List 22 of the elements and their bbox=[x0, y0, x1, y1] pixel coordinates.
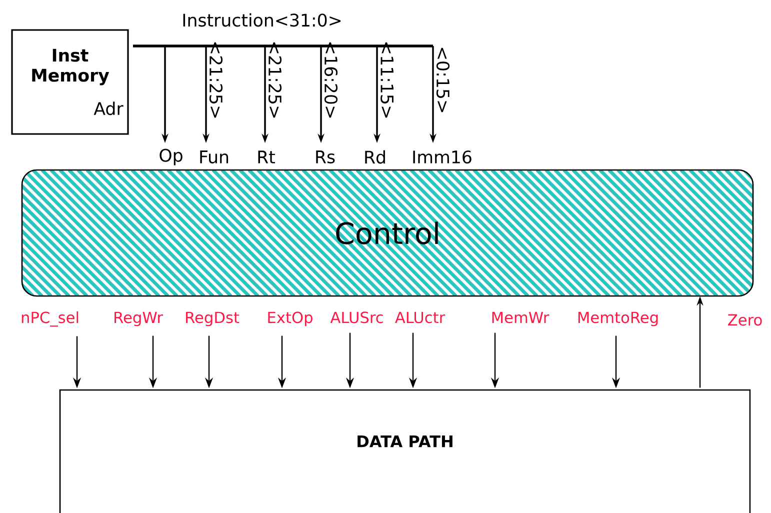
bit-range-label: <0:15> bbox=[436, 48, 450, 112]
bit-range-label: <11:15> bbox=[380, 42, 394, 118]
field-label: Rt bbox=[258, 150, 275, 164]
bit-range-label: <21:25> bbox=[268, 42, 282, 118]
signal-label: MemWr bbox=[492, 312, 550, 324]
field-label: Fun bbox=[200, 150, 228, 164]
field-label: Imm16 bbox=[413, 150, 472, 164]
signal-label: Zero bbox=[728, 314, 762, 326]
field-label: Op bbox=[160, 148, 182, 166]
signal-label: ALUctr bbox=[395, 312, 446, 324]
datapath-box: DATA PATH bbox=[59, 389, 751, 513]
bit-range-label: <16:20> bbox=[324, 42, 338, 118]
signal-label: ALUSrc bbox=[330, 312, 383, 324]
field-label: Rs bbox=[316, 150, 335, 164]
bit-range-label: <21:25> bbox=[209, 42, 223, 118]
signal-label: RegDst bbox=[186, 312, 240, 326]
signal-label: nPC_sel bbox=[22, 311, 78, 327]
signal-label: MemtoReg bbox=[578, 312, 658, 326]
field-label: Rd bbox=[365, 150, 385, 164]
signal-label: ExtOp bbox=[268, 312, 312, 326]
signal-label: RegWr bbox=[114, 312, 163, 326]
memory-box: Inst Memory Adr bbox=[11, 29, 129, 135]
